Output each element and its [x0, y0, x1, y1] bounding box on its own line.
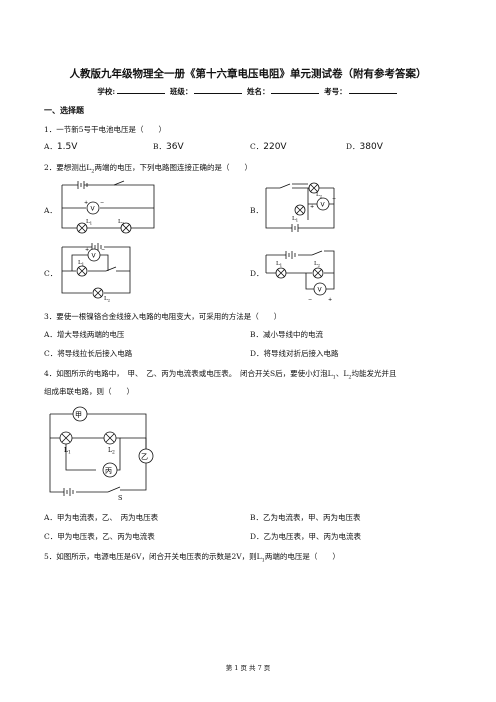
- q3-option-b[interactable]: B．减小导线中的电流: [250, 330, 324, 339]
- q2-option-b-letter[interactable]: B．: [250, 206, 264, 215]
- l1-label: L1: [86, 219, 92, 226]
- q2-option-d-letter[interactable]: D．: [250, 269, 264, 278]
- l1-label: L1: [78, 260, 84, 267]
- q1-option-b[interactable]: B．36V: [153, 142, 184, 152]
- switch-label: S: [118, 494, 122, 502]
- voltmeter-icon: [314, 283, 326, 295]
- minus-label: −: [308, 297, 312, 303]
- voltmeter-icon: [317, 198, 329, 210]
- l2-label: L2: [108, 447, 115, 456]
- meter-yi-icon: [139, 449, 153, 463]
- lamp-icon: [77, 266, 87, 276]
- l1-label: L1: [276, 261, 282, 268]
- q4-option-d[interactable]: D．乙为电压表，甲、丙为电流表: [250, 532, 362, 541]
- lamp-icon: [276, 268, 286, 278]
- page-footer: 第 1 页 共 7 页: [225, 664, 271, 672]
- l2-label: L2: [118, 219, 125, 226]
- exam-number-label: 考号：: [324, 87, 347, 96]
- minus-label: −: [332, 196, 336, 202]
- l1-label: L1: [64, 447, 71, 456]
- name-blank[interactable]: [271, 86, 320, 94]
- bing-label: 丙: [105, 467, 112, 475]
- circuit-diagram-b: V L2 L1 + −: [262, 180, 336, 240]
- plus-label: +: [84, 200, 88, 206]
- question-4-stem-line1: 4．如图所示的电路中， 甲、 乙、丙为电流表或电压表。 闭合开关S后，要使小灯泡…: [44, 369, 397, 381]
- lamp-icon: [104, 432, 116, 444]
- l2-label: L2: [316, 192, 323, 199]
- l1-label: L1: [292, 216, 298, 223]
- lamp-icon: [313, 268, 323, 278]
- q3-option-c[interactable]: C．将导线拉长后接入电路: [44, 349, 133, 358]
- voltmeter-label: V: [91, 206, 96, 213]
- question-2-stem: 2．要想测出L2两端的电压，下列电路图连接正确的是（ ）: [44, 163, 252, 175]
- meter-bing-icon: [103, 463, 117, 477]
- question-5-stem: 5．如图所示，电源电压是6V，闭合开关电压表的示数是2V，则L1两端的电压是（ …: [44, 552, 340, 564]
- school-blank[interactable]: [117, 86, 166, 94]
- q3-option-d[interactable]: D．将导线对折后接入电路: [250, 349, 339, 358]
- lamp-icon: [77, 223, 87, 233]
- class-blank[interactable]: [194, 86, 243, 94]
- lamp-icon: [295, 205, 305, 215]
- q1-option-d[interactable]: D．380V: [346, 142, 383, 152]
- circuit-diagram-d: V L1 L2 − +: [262, 243, 362, 303]
- lamp-icon: [309, 183, 319, 193]
- lamp-icon: [60, 432, 72, 444]
- q2-option-a-letter[interactable]: A．: [44, 206, 57, 215]
- q2-option-c-letter[interactable]: C．: [44, 269, 58, 278]
- q4-option-b[interactable]: B．乙为电流表，甲、丙为电压表: [250, 513, 361, 522]
- voltmeter-label: V: [92, 253, 97, 260]
- circuit-diagram-a: V + − L1 L2: [58, 180, 158, 240]
- q1-option-c[interactable]: C．220V: [250, 142, 287, 152]
- minus-label: −: [101, 247, 105, 253]
- circuit-diagram-c: V L1 L2 + −: [58, 243, 158, 303]
- name-label: 姓名：: [246, 87, 270, 96]
- jia-label: 甲: [75, 411, 82, 419]
- lamp-icon: [121, 223, 131, 233]
- plus-label: +: [328, 297, 332, 303]
- q4-option-c[interactable]: C．甲为电压表，乙、丙为电流表: [44, 532, 155, 541]
- question-3-stem: 3．要使一根镍铬合金线接入电路的电阻变大，可采用的方法是（ ）: [44, 312, 282, 321]
- yi-label: 乙: [141, 453, 148, 461]
- ammeter-jia-icon: [73, 407, 87, 421]
- student-info-line: 学校: 班级： 姓名： 考号：: [0, 86, 496, 97]
- q3-option-a[interactable]: A．增大导线两端的电压: [44, 330, 125, 339]
- minus-label: −: [100, 200, 104, 206]
- question-4-stem-line2: 组成串联电路，则（ ）: [44, 387, 134, 396]
- voltmeter-icon: [88, 249, 100, 261]
- question-1-stem: 1．一节新5号干电池电压是（ ）: [44, 125, 167, 134]
- plus-label: +: [310, 204, 314, 210]
- circuit-diagram-q4: 甲 丙 乙 L1 L2 S: [46, 404, 166, 502]
- section-heading: 一、选择题: [44, 105, 84, 115]
- q1-option-a[interactable]: A．1.5V: [44, 142, 78, 152]
- lamp-icon: [93, 288, 103, 298]
- document-title: 人教版九年级物理全一册《第十六章电压电阻》单元测试卷（附有参考答案）: [69, 68, 427, 80]
- class-label: 班级：: [169, 87, 193, 96]
- voltmeter-icon: [87, 202, 99, 214]
- exam-number-blank[interactable]: [348, 86, 397, 94]
- q4-option-a[interactable]: A．甲为电流表，乙、 丙为电压表: [44, 513, 159, 522]
- voltmeter-label: V: [318, 287, 323, 294]
- l2-label: L2: [104, 296, 111, 303]
- school-label: 学校:: [97, 87, 116, 96]
- voltmeter-label: V: [321, 202, 326, 209]
- l2-label: L2: [314, 261, 321, 268]
- plus-label: +: [85, 247, 89, 253]
